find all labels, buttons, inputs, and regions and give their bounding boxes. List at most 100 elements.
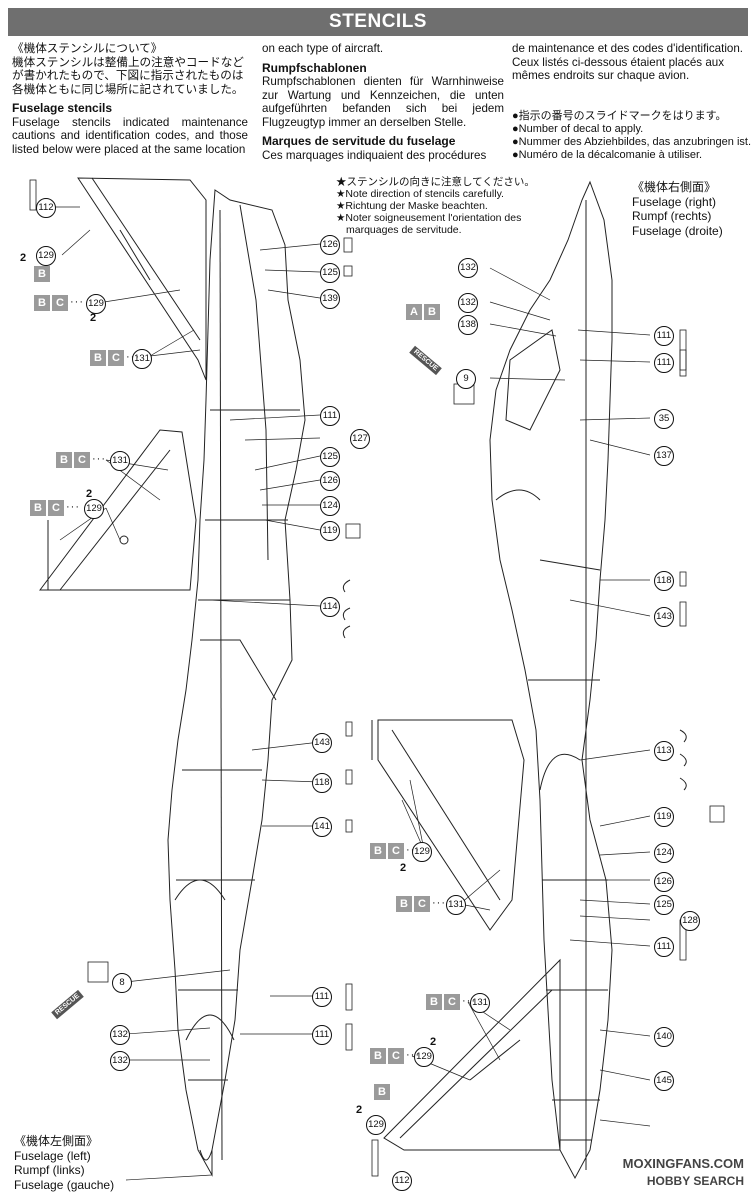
variant-b-box: B: [30, 500, 46, 516]
variant-b-box: B: [56, 452, 72, 468]
dots: ···: [462, 995, 476, 1007]
callout-8: 8: [112, 973, 132, 993]
variant-a-box: A: [406, 304, 422, 320]
callout-111: 111: [320, 406, 340, 426]
callout-132: 132: [110, 1051, 130, 1071]
dots: ···: [70, 296, 84, 308]
callout-143: 143: [312, 733, 332, 753]
callout-112: 112: [36, 198, 56, 218]
de-intro-title: Rumpfschablonen: [262, 60, 367, 75]
callout-119: 119: [320, 521, 340, 541]
en-intro-title: Fuselage stencils: [12, 101, 113, 115]
watermark-hobbysearch: HOBBY SEARCH: [646, 1174, 744, 1188]
variant-b-box: B: [426, 994, 442, 1010]
callout-129: 129: [36, 246, 56, 266]
callout-124: 124: [320, 496, 340, 516]
bullet-icon: ●: [512, 149, 519, 161]
note-jp: ★ステンシルの向きに注意してください。: [336, 176, 535, 188]
note-fr: ★Noter soigneusement l'orientation des: [336, 212, 522, 224]
callout-111: 111: [312, 987, 332, 1007]
count-two: 2: [86, 488, 93, 500]
right-side-jp: 《機体右側面》: [632, 180, 717, 194]
variant-b-box: B: [370, 843, 386, 859]
left-vertical-tail: [77, 177, 207, 381]
callout-126: 126: [320, 235, 340, 255]
left-side-fr: Fuselage (gauche): [14, 1177, 115, 1192]
callout-131: 131: [132, 349, 152, 369]
callout-126: 126: [654, 872, 674, 892]
intro-column-2: on each type of aircraft. Rumpfschablone…: [262, 42, 504, 162]
callout-111: 111: [654, 937, 674, 957]
fr-intro-body: Ces marquages indiquaient des procédures: [262, 148, 487, 162]
variant-c-box: C: [108, 350, 124, 366]
count-two: 2: [400, 862, 407, 874]
note-de: ★Richtung der Maske beachten.: [336, 200, 488, 212]
callout-138: 138: [458, 315, 478, 335]
variant-b-box: B: [374, 1084, 390, 1100]
variant-c-box: C: [444, 994, 460, 1010]
variant-b-box: B: [424, 304, 440, 320]
callout-131: 131: [446, 895, 466, 915]
bullet-icon: ●: [512, 123, 519, 135]
en-intro-body: Fuselage stencils indicated maintenance …: [12, 115, 248, 156]
left-side-de: Rumpf (links): [14, 1163, 85, 1177]
callout-113: 113: [654, 741, 674, 761]
callout-124: 124: [654, 843, 674, 863]
callout-129: 129: [84, 499, 104, 519]
callout-139: 139: [320, 289, 340, 309]
intro-column-1: 《機体ステンシルについて》 機体ステンシルは整備上の注意やコードなどが書かれたも…: [12, 42, 248, 156]
watermark-moxingfans: MOXINGFANS.COM: [622, 1156, 744, 1171]
callout-119: 119: [654, 807, 674, 827]
intro-column-3: de maintenance et des codes d'identifica…: [512, 42, 747, 83]
callout-129: 129: [412, 842, 432, 862]
left-stabilator: [39, 429, 197, 591]
stencils-banner: STENCILS: [8, 8, 748, 36]
callout-129: 129: [86, 294, 106, 314]
decal-legend-en: Number of decal to apply.: [518, 123, 644, 135]
dots: ···: [406, 1049, 420, 1061]
decal-outlines: [29, 179, 725, 1177]
callout-140: 140: [654, 1027, 674, 1047]
variant-c-box: C: [388, 1048, 404, 1064]
callout-129: 129: [366, 1115, 386, 1135]
en-intro-body-cont: on each type of aircraft.: [262, 42, 384, 55]
direction-note: ★ステンシルの向きに注意してください。 ★Note direction of s…: [336, 176, 535, 236]
callout-125: 125: [320, 447, 340, 467]
left-side-title: 《機体左側面》 Fuselage (left) Rumpf (links) Fu…: [14, 1134, 114, 1192]
crescent-stencils: [342, 579, 687, 791]
callout-131: 131: [470, 993, 490, 1013]
bullet-icon: ●: [512, 136, 519, 148]
callout-118: 118: [312, 773, 332, 793]
variant-b-box: B: [34, 295, 50, 311]
right-side-fr: Fuselage (droite): [632, 223, 723, 238]
right-side-en: Fuselage (right): [632, 194, 717, 209]
variant-b-box: B: [370, 1048, 386, 1064]
dots: ···: [66, 501, 80, 513]
dots: ···: [432, 897, 446, 909]
count-two: 2: [430, 1036, 437, 1048]
callout-137: 137: [654, 446, 674, 466]
decal-legend-jp: 指示の番号のスライドマークをはります。: [518, 110, 727, 122]
variant-c-box: C: [74, 452, 90, 468]
callout-129: 129: [414, 1047, 434, 1067]
dots: ···: [406, 844, 420, 856]
callout-111: 111: [312, 1025, 332, 1045]
callout-132: 132: [110, 1025, 130, 1045]
callout-125: 125: [320, 263, 340, 283]
fr-intro-body-cont: de maintenance et des codes d'identifica…: [512, 42, 744, 82]
left-side-en: Fuselage (left): [14, 1148, 91, 1163]
callout-111: 111: [654, 326, 674, 346]
left-side-jp: 《機体左側面》: [14, 1134, 99, 1148]
callout-118: 118: [654, 571, 674, 591]
callout-9: 9: [456, 369, 476, 389]
variant-c-box: C: [388, 843, 404, 859]
callout-145: 145: [654, 1071, 674, 1091]
decal-legend: ●指示の番号のスライドマークをはります。 ●Number of decal to…: [512, 110, 751, 162]
right-side-title: 《機体右側面》 Fuselage (right) Rumpf (rechts) …: [632, 180, 723, 238]
callout-131: 131: [110, 451, 130, 471]
callout-126: 126: [320, 471, 340, 491]
count-two: 2: [356, 1104, 363, 1116]
callout-111: 111: [654, 353, 674, 373]
variant-b-box: B: [396, 896, 412, 912]
